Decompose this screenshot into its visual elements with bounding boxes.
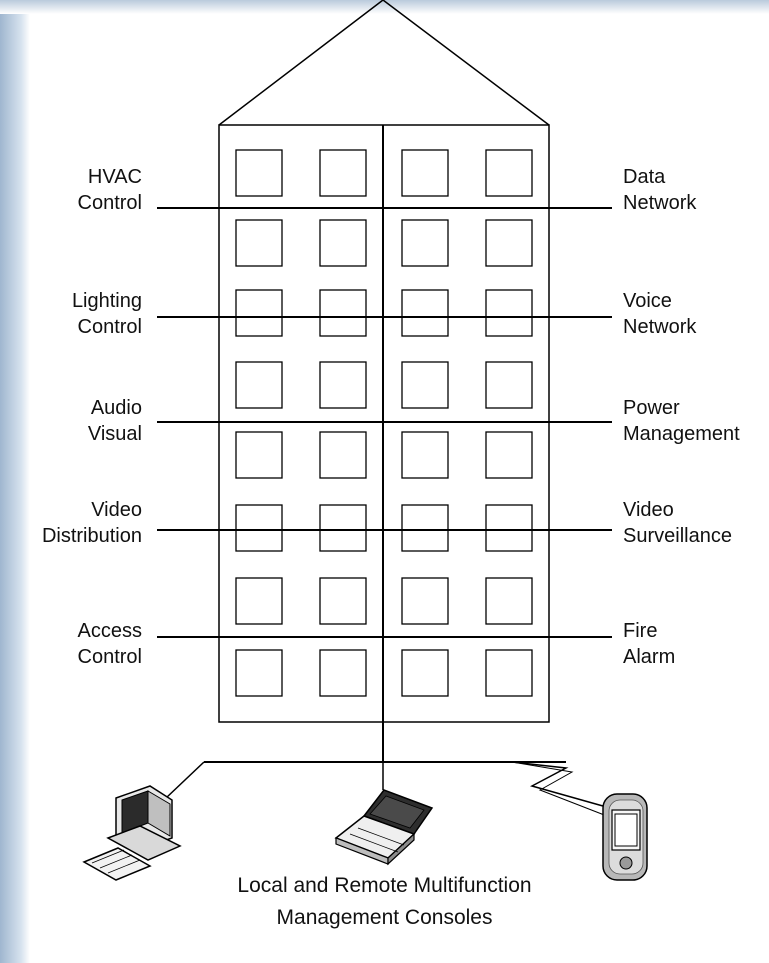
label-fire-alarm: Fire Alarm [623,618,675,670]
label-line: Distribution [41,525,142,547]
window [235,361,283,409]
window [401,649,449,697]
label-video-distribution: Video Distribution [42,497,142,549]
window [235,149,283,197]
window [235,219,283,267]
building-windows [235,149,533,697]
label-hvac-control: HVAC Control [78,164,142,216]
building-roof [218,0,550,126]
label-line: Visual [87,423,142,445]
window [485,504,533,552]
label-line: Control [77,192,142,214]
caption-line-1: Local and Remote Multifunction [237,874,532,897]
label-data-network: Data Network [623,164,696,216]
window [401,289,449,337]
window [319,149,367,197]
window [485,149,533,197]
background-edge-top [0,0,769,14]
window [235,649,283,697]
desktop-link [165,761,205,799]
label-line: Control [77,316,142,338]
background-edge [0,0,30,963]
window [401,149,449,197]
label-line: Control [77,646,142,668]
window [485,649,533,697]
label-access-control: Access Control [78,618,142,670]
label-line: Network [623,192,697,214]
window [319,504,367,552]
window [319,219,367,267]
label-line: Network [623,316,697,338]
label-line: Power [623,397,680,419]
label-line: Access [77,620,142,642]
window [485,361,533,409]
window [401,431,449,479]
window [235,431,283,479]
label-line: Voice [623,290,672,312]
window [319,431,367,479]
label-line: Audio [90,397,142,419]
window [235,577,283,625]
window [235,504,283,552]
label-line: Management [623,423,740,445]
label-line: Video [91,499,142,521]
window [401,219,449,267]
label-voice-network: Voice Network [623,288,696,340]
window [485,431,533,479]
window [401,361,449,409]
wireless-link [511,761,611,809]
window [319,649,367,697]
label-video-surveillance: Video Surveillance [623,497,732,549]
label-lighting-control: Lighting Control [72,288,142,340]
label-line: Fire [623,620,658,642]
window [485,289,533,337]
label-line: Data [623,166,666,188]
window [401,577,449,625]
handheld-device-icon [602,793,648,881]
laptop-icon [334,789,434,866]
window [319,577,367,625]
label-power-management: Power Management [623,395,740,447]
window [235,289,283,337]
label-line: Surveillance [623,525,732,547]
desktop-computer-icon [82,785,182,881]
label-line: Lighting [71,290,142,312]
window [485,219,533,267]
label-audio-visual: Audio Visual [88,395,142,447]
window [401,504,449,552]
window [319,361,367,409]
label-line: HVAC [87,166,142,188]
system-lines [157,207,612,638]
label-line: Alarm [623,646,676,668]
caption-line-2: Management Consoles [276,906,493,929]
wireless-link-outline [511,761,613,819]
window [319,289,367,337]
label-line: Video [623,499,674,521]
window [485,577,533,625]
diagram-caption: Local and Remote Multifunction Managemen… [0,870,769,934]
